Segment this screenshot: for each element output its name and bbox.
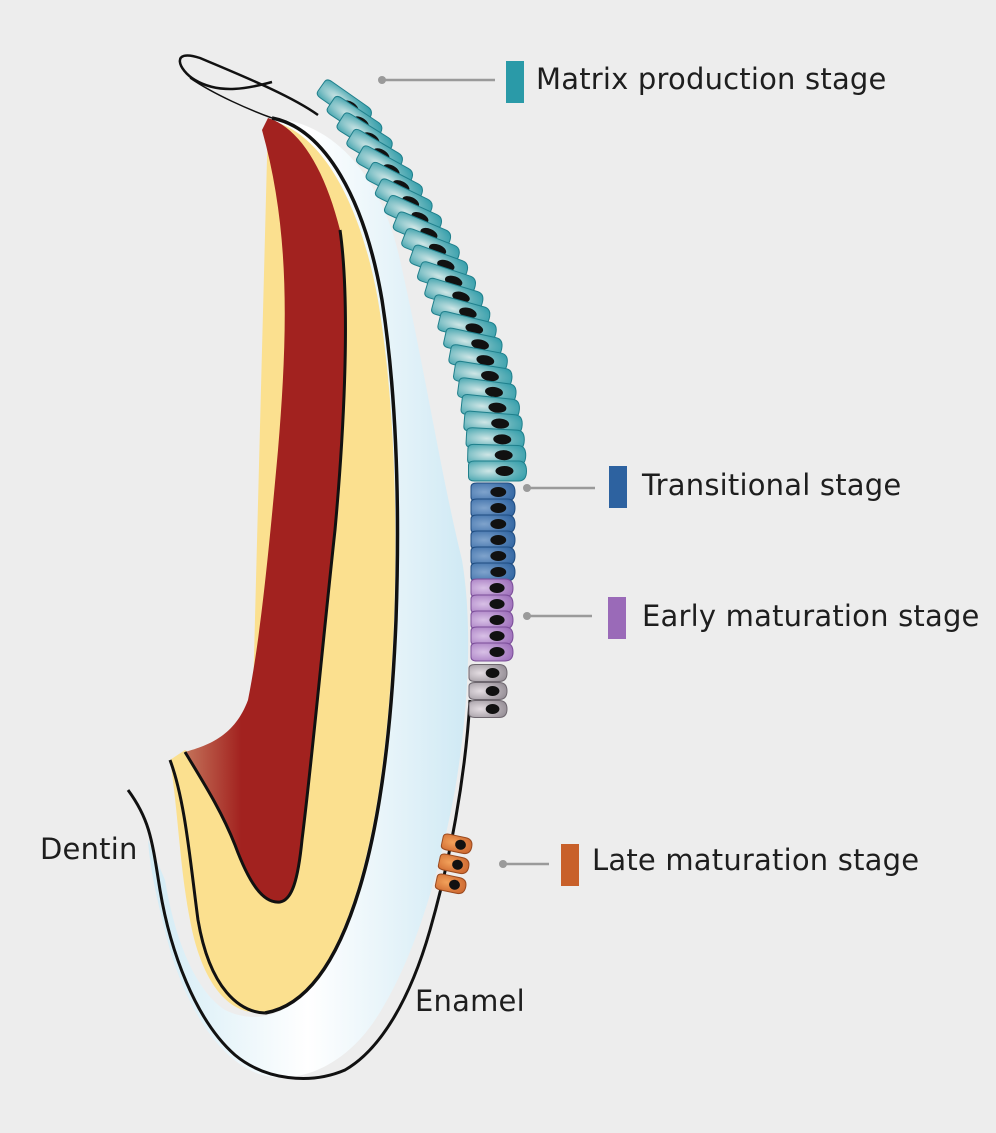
dentin-inner-line [168,759,266,1015]
legend-label-late: Late maturation stage [592,843,920,877]
legend-label-early: Early maturation stage [642,599,980,633]
enamel-outer-line [126,699,472,1080]
ameloblast-post-secretory [468,700,508,718]
ameloblast-late-maturation [440,833,473,855]
ameloblast-early-maturation [470,642,514,662]
legend-swatch-transitional [609,466,627,508]
ameloblast-late-maturation [437,853,470,875]
dentin-label: Dentin [40,832,138,866]
ameloblast-post-secretory [468,682,508,700]
ameloblast-late-maturation [434,873,467,895]
legend-label-matrix: Matrix production stage [536,62,887,96]
ameloblast-layer [316,79,528,895]
legend-label-transitional: Transitional stage [642,468,902,502]
connector-matrix [378,76,495,84]
pulp-layer [185,118,346,903]
legend-swatch-matrix [506,61,524,103]
ameloblast-early-maturation [470,578,514,598]
dentin-enamel-junction-line [264,116,400,1015]
legend-swatch-late [561,844,579,886]
cervical-loop-tail [189,77,273,119]
ameloblast-matrix [467,443,527,467]
ameloblast-transitional [470,530,516,550]
ameloblast-early-maturation [470,594,514,614]
cervical-loop-line [178,54,319,117]
connector-early [523,612,592,620]
ameloblast-transitional [470,482,516,502]
ameloblast-transitional [470,562,516,582]
ameloblast-transitional [470,498,516,518]
connector-transitional [523,484,595,492]
enamel-label: Enamel [415,984,525,1018]
pulp-outline [183,229,347,904]
ameloblast-early-maturation [470,610,514,630]
legend-swatch-early [608,597,626,639]
connector-late [499,860,549,868]
ameloblast-early-maturation [470,626,514,646]
ameloblast-transitional [470,546,516,566]
ameloblast-transitional [470,514,516,534]
ameloblast-matrix [468,460,528,482]
ameloblast-post-secretory [468,664,508,682]
